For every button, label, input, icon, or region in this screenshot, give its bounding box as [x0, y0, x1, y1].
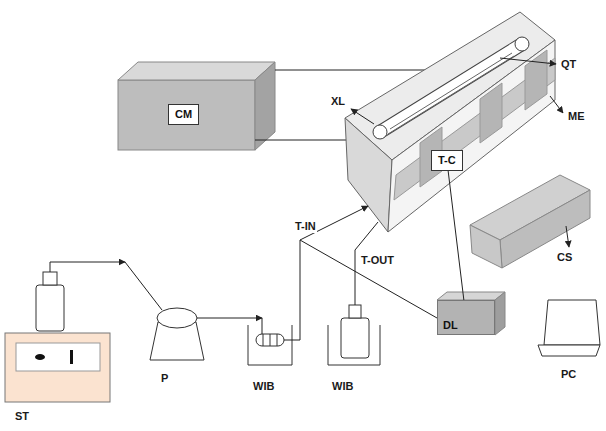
- node-text: T-C: [438, 154, 456, 167]
- switch-symbol: [70, 350, 73, 364]
- coil-turn: [263, 334, 264, 346]
- beaker: [248, 325, 292, 365]
- cooling-box: [470, 175, 590, 268]
- data-logger-box: DL: [437, 300, 495, 335]
- part-label: QT: [560, 58, 577, 71]
- mirror-element: [480, 83, 502, 143]
- tubing: [50, 206, 437, 340]
- reactor-end: [345, 118, 392, 232]
- bottle-neck: [349, 305, 361, 318]
- laptop: [538, 300, 600, 356]
- knob-symbol: [35, 354, 45, 360]
- part-label: WIB: [252, 380, 275, 393]
- part-label: XL: [330, 95, 346, 108]
- controller-unit: [118, 62, 275, 150]
- part-label: PC: [560, 368, 577, 381]
- tube-end: [373, 125, 387, 139]
- pump: [150, 308, 204, 360]
- coil-turn: [270, 334, 271, 346]
- leader-line: [500, 58, 556, 64]
- stirrer: [5, 272, 110, 402]
- leader-line: [566, 226, 569, 247]
- tube-outline: [380, 44, 522, 132]
- controller-top: [118, 62, 275, 80]
- thermocouple-tag: T-C: [431, 150, 463, 171]
- data-logger-body: [437, 292, 505, 335]
- node-text: DL: [443, 319, 489, 332]
- leader-line: [550, 96, 563, 113]
- water-ice-bath: [328, 305, 380, 365]
- laptop-screen: [544, 300, 600, 345]
- tube-line: [50, 262, 125, 272]
- node-text: CM: [175, 108, 192, 121]
- box-end: [470, 225, 502, 268]
- part-label: ST: [14, 410, 30, 423]
- tube-line: [197, 318, 262, 319]
- sensor-wire: [300, 240, 437, 318]
- stirrer-panel: [16, 343, 100, 371]
- leader-lines: [351, 58, 569, 247]
- signal-wire: [448, 171, 464, 300]
- tube-end: [515, 37, 529, 51]
- coil: [256, 334, 284, 346]
- part-label: WIB: [331, 380, 354, 393]
- bottle-body: [36, 285, 64, 331]
- quartz-tube: [388, 56, 514, 134]
- mirror-element: [525, 50, 547, 110]
- lamp-tube: [373, 37, 529, 139]
- bottle-neck: [43, 272, 57, 285]
- controller-front: [118, 80, 255, 150]
- bottle-body: [341, 318, 369, 358]
- tube-body: [380, 44, 522, 132]
- part-label: P: [160, 372, 169, 385]
- controller-side: [255, 62, 275, 150]
- leader-line: [351, 109, 374, 124]
- part-label: T-IN: [294, 220, 317, 233]
- logger-side: [495, 292, 505, 335]
- pump-head: [157, 308, 197, 328]
- water-ice-bath: [248, 325, 292, 365]
- quartz-tube: [390, 53, 512, 129]
- part-label: T-OUT: [360, 254, 395, 267]
- box-front: [500, 190, 590, 268]
- tube-line: [125, 262, 162, 310]
- laptop-base: [538, 345, 600, 356]
- part-label: CS: [556, 251, 573, 264]
- coil-turn: [277, 334, 278, 346]
- tube-line: [262, 318, 263, 334]
- logger-top: [437, 292, 505, 300]
- controller-tag: CM: [168, 104, 199, 125]
- stirrer-body: [5, 333, 110, 402]
- part-label: ME: [567, 110, 586, 123]
